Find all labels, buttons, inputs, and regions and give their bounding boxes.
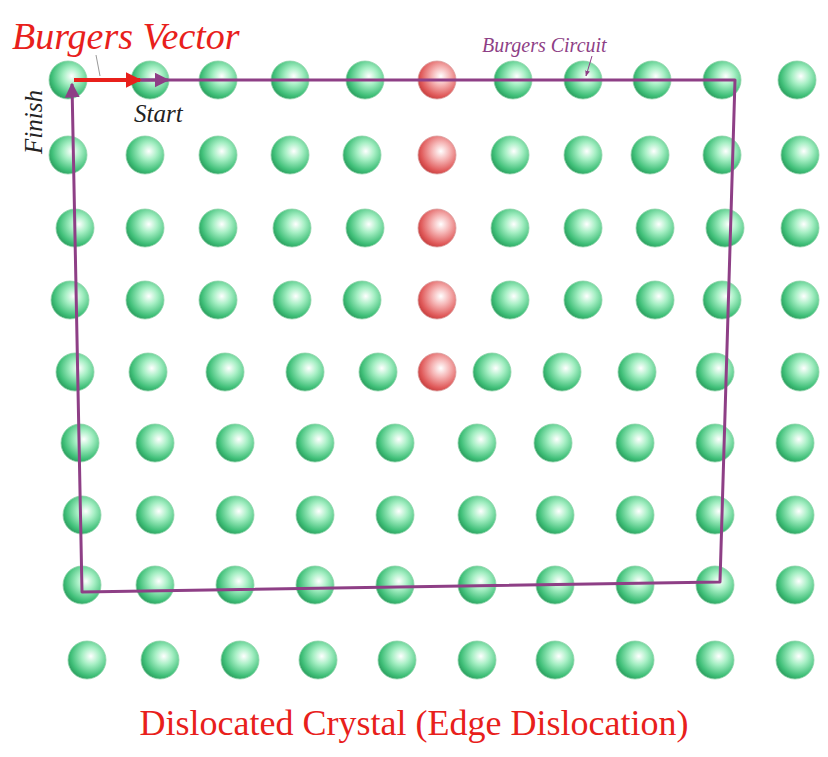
lattice-atom [706, 209, 744, 247]
atom-lattice [49, 61, 819, 679]
lattice-atom [703, 281, 741, 319]
lattice-atom [458, 641, 496, 679]
lattice-atom [696, 566, 734, 604]
lattice-atom [141, 641, 179, 679]
lattice-atom [636, 281, 674, 319]
lattice-atom [346, 209, 384, 247]
extra-half-plane-atom [418, 353, 456, 391]
lattice-atom [491, 281, 529, 319]
leader-line [586, 56, 592, 76]
lattice-atom [781, 353, 819, 391]
lattice-atom [491, 136, 529, 174]
lattice-atom [776, 424, 814, 462]
lattice-atom [776, 641, 814, 679]
lattice-atom [376, 424, 414, 462]
lattice-atom [216, 496, 254, 534]
lattice-atom [636, 209, 674, 247]
lattice-atom [534, 424, 572, 462]
lattice-atom [543, 353, 581, 391]
lattice-atom [473, 353, 511, 391]
lattice-atom [271, 136, 309, 174]
lattice-atom [216, 566, 254, 604]
lattice-atom [376, 566, 414, 604]
lattice-atom [199, 281, 237, 319]
circuit-label: Burgers Circuit [482, 34, 607, 57]
lattice-atom [564, 136, 602, 174]
lattice-atom [216, 424, 254, 462]
lattice-atom [696, 353, 734, 391]
lattice-atom [776, 566, 814, 604]
finish-label: Finish [20, 90, 48, 154]
lattice-atom [696, 496, 734, 534]
lattice-atom [199, 209, 237, 247]
lattice-atom [376, 496, 414, 534]
lattice-atom [296, 424, 334, 462]
lattice-atom [136, 424, 174, 462]
lattice-atom [343, 136, 381, 174]
lattice-atom [378, 641, 416, 679]
lattice-atom [536, 496, 574, 534]
lattice-atom [491, 209, 529, 247]
lattice-atom [776, 496, 814, 534]
caption: Dislocated Crystal (Edge Dislocation) [140, 702, 689, 744]
lattice-atom [286, 353, 324, 391]
lattice-atom [273, 281, 311, 319]
extra-half-plane-atom [418, 281, 456, 319]
burgers-circuit [72, 80, 735, 592]
lattice-atom [68, 641, 106, 679]
lattice-atom [126, 209, 164, 247]
lattice-atom [126, 136, 164, 174]
lattice-atom [221, 641, 259, 679]
lattice-atom [564, 281, 602, 319]
lattice-atom [206, 353, 244, 391]
lattice-atom [199, 136, 237, 174]
lattice-atom [296, 566, 334, 604]
lattice-atom [696, 424, 734, 462]
burgers-lines [72, 55, 735, 592]
lattice-atom [781, 209, 819, 247]
lattice-atom [458, 424, 496, 462]
lattice-atom [778, 61, 816, 99]
lattice-atom [343, 281, 381, 319]
leader-line [96, 55, 100, 76]
lattice-atom [696, 641, 734, 679]
lattice-atom [564, 209, 602, 247]
burgers-vector-arrow [74, 78, 140, 82]
lattice-atom [273, 209, 311, 247]
lattice-atom [631, 136, 669, 174]
extra-half-plane-atom [418, 136, 456, 174]
lattice-atom [781, 281, 819, 319]
lattice-atom [56, 353, 94, 391]
lattice-atom [616, 424, 654, 462]
lattice-atom [618, 353, 656, 391]
lattice-atom [359, 353, 397, 391]
lattice-atom [296, 496, 334, 534]
lattice-atom [458, 496, 496, 534]
extra-half-plane-atom [418, 209, 456, 247]
lattice-atom [136, 566, 174, 604]
lattice-atom [136, 496, 174, 534]
lattice-atom [51, 281, 89, 319]
lattice-atom [781, 136, 819, 174]
lattice-atom [299, 641, 337, 679]
lattice-atom [536, 641, 574, 679]
lattice-atom [616, 641, 654, 679]
lattice-atom [616, 496, 654, 534]
title-label: Burgers Vector [12, 14, 240, 58]
lattice-atom [703, 136, 741, 174]
lattice-atom [129, 353, 167, 391]
lattice-atom [49, 136, 87, 174]
lattice-atom [126, 281, 164, 319]
start-label: Start [134, 100, 183, 128]
